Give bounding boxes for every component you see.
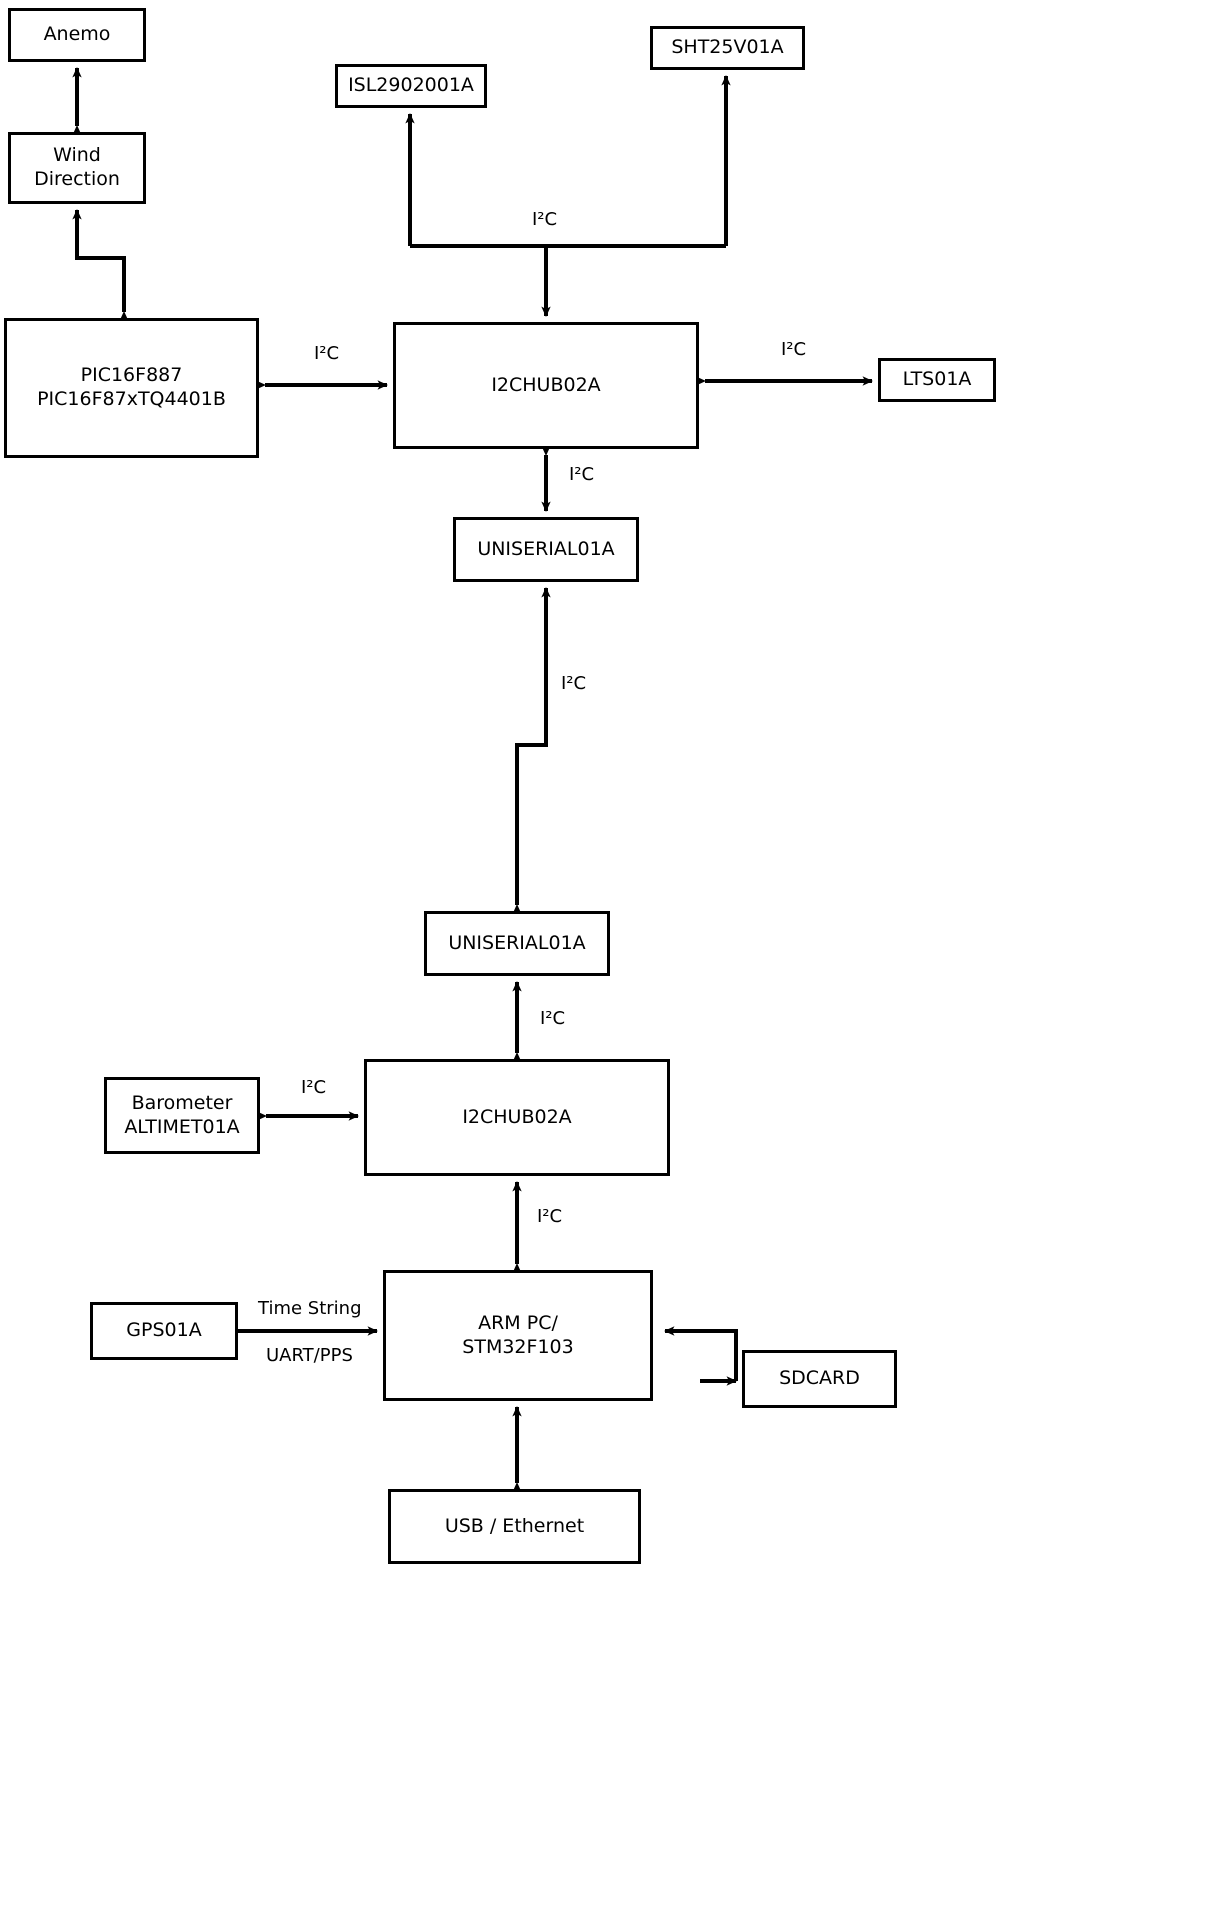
edge-label-uniserial-link-i2c: I²C [558, 673, 590, 694]
node-wind-direction[interactable]: Wind Direction [8, 132, 146, 204]
edge-label-uniserial-hub-i2c: I²C [537, 1008, 569, 1029]
connector-arm-sdcard-in [664, 1326, 738, 1381]
edge-label-barometer-hub-i2c: I²C [298, 1077, 330, 1098]
edge-label-hub-lts-i2c: I²C [778, 339, 810, 360]
node-usb-ethernet[interactable]: USB / Ethernet [388, 1489, 641, 1564]
edge-label-hub-uniserial-i2c: I²C [566, 464, 598, 485]
connector-pic-wind [72, 209, 129, 322]
connector-arm-sdcard-out [665, 1329, 738, 1381]
edge-label-bus-i2c: I²C [529, 209, 561, 230]
edge-label-uart-pps: UART/PPS [263, 1345, 356, 1366]
connector-uniserial-link [512, 587, 551, 915]
edge-label-time-string: Time String [255, 1298, 365, 1319]
node-uniserial01a-lower[interactable]: UNISERIAL01A [424, 911, 610, 976]
node-uniserial01a-upper[interactable]: UNISERIAL01A [453, 517, 639, 582]
node-sdcard[interactable]: SDCARD [742, 1350, 897, 1408]
node-i2chub02a-top[interactable]: I2CHUB02A [393, 322, 699, 449]
edge-label-hub-arm-i2c: I²C [534, 1206, 566, 1227]
node-lts01a[interactable]: LTS01A [878, 358, 996, 402]
node-arm-pc-stm32f103[interactable]: ARM PC/ STM32F103 [383, 1270, 653, 1401]
node-barometer-altimet01a[interactable]: Barometer ALTIMET01A [104, 1077, 260, 1154]
node-i2chub02a-bottom[interactable]: I2CHUB02A [364, 1059, 670, 1176]
edge-label-pic-hub-i2c: I²C [311, 343, 343, 364]
node-isl2902001a[interactable]: ISL2902001A [335, 64, 487, 108]
node-sht25v01a[interactable]: SHT25V01A [650, 26, 805, 70]
node-gps01a[interactable]: GPS01A [90, 1302, 238, 1360]
node-pic-mcu[interactable]: PIC16F887 PIC16F87xTQ4401B [4, 318, 259, 458]
node-anemo[interactable]: Anemo [8, 8, 146, 62]
